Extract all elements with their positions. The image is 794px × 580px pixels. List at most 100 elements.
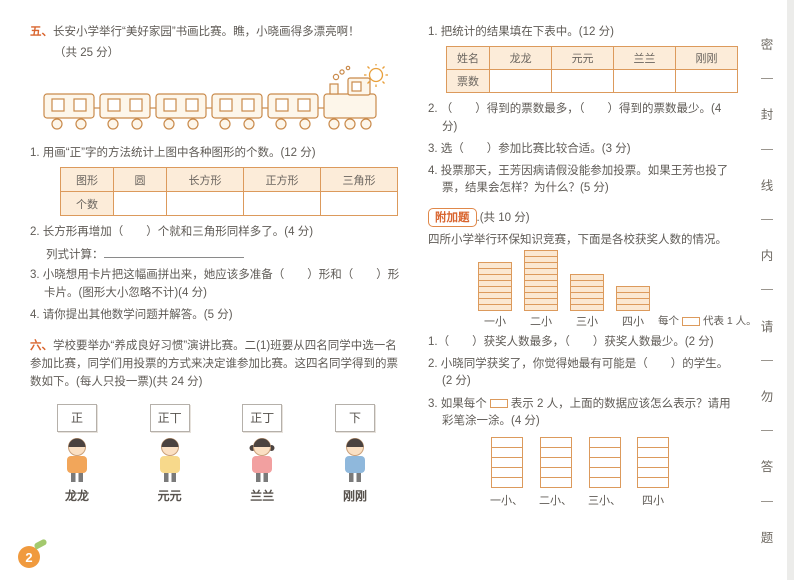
table-header-cell: 长方形 xyxy=(166,167,244,193)
tally-marks: 下 xyxy=(348,411,361,425)
seal-char: 密 xyxy=(760,38,774,52)
answer-grid-cell xyxy=(588,477,621,488)
extra-question-3: 3. 如果每个表示 2 人，上面的数据应该怎么表示？请用彩笔涂一涂。(4 分) xyxy=(428,396,738,431)
right-column: 1. 把统计的结果填在下表中。(12 分) 姓名 龙龙 元元 兰兰 刚刚 票数 … xyxy=(428,24,757,508)
child-yuanyuan: 正丅 元元 xyxy=(127,403,213,504)
award-unit-cell xyxy=(616,303,650,311)
section5-title: 长安小学举行“美好家园”书画比赛。瞧，小晓画得多漂亮啊！ xyxy=(53,26,360,38)
page-number-badge: 2 xyxy=(18,546,40,568)
award-stack-四小 xyxy=(616,285,650,311)
shapes-count-table: 图形 圆 长方形 正方形 三角形 个数 xyxy=(60,167,398,217)
answer-grid-2: 二小、 xyxy=(539,437,572,508)
award-unit-cell xyxy=(524,303,558,311)
seal-divider xyxy=(761,219,773,221)
child-ganggang: 下 刚刚 xyxy=(312,403,398,504)
tally-sign: 正丅 xyxy=(149,403,190,432)
tally-marks: 正丁 xyxy=(250,411,275,425)
answer-cell xyxy=(489,69,553,94)
section6-title: 学校要举办“养成良好习惯”演讲比赛。二(1)班要从四名同学中选一名参加比赛，同学… xyxy=(30,340,398,388)
child-name: 龙龙 xyxy=(64,488,89,503)
award-stack-三小 xyxy=(570,273,604,311)
vote-children-row: 正 龙龙 正丅 元元 xyxy=(34,403,398,504)
extra-q3-prefix: 3. 如果每个 xyxy=(428,397,487,410)
answer-blank-line xyxy=(103,246,244,259)
table-header-row: 图形 圆 长方形 正方形 三角形 xyxy=(60,167,398,193)
answer-cell xyxy=(320,191,398,217)
row-label-cell: 个数 xyxy=(60,191,114,217)
seal-divider xyxy=(761,148,773,150)
left-column: 五、长安小学举行“美好家园”书画比赛。瞧，小晓画得多漂亮啊！ （共 25 分） xyxy=(30,24,408,508)
table-header-cell: 三角形 xyxy=(320,167,398,193)
table-row: 票数 xyxy=(445,69,738,94)
answer-cell xyxy=(243,191,321,217)
answer-cell xyxy=(166,191,244,217)
seal-divider xyxy=(761,289,773,291)
answer-grid-cell xyxy=(637,477,669,488)
table-header-cell: 龙龙 xyxy=(489,46,553,71)
table-header-cell: 图形 xyxy=(60,167,114,193)
question-5-4: 4. 请你提出其他数学问题并解答。(5 分) xyxy=(30,308,233,321)
sun-icon xyxy=(364,63,388,87)
smoke-puffs xyxy=(332,65,351,81)
section5-heading: 五、长安小学举行“美好家园”书画比赛。瞧，小晓画得多漂亮啊！ xyxy=(30,24,408,42)
answer-grid-label: 三小、 xyxy=(588,495,621,507)
seal-char: 请 xyxy=(760,319,774,334)
tally-sign: 正丁 xyxy=(242,403,283,432)
award-category-label: 三小 xyxy=(576,315,598,328)
extra-q3-suffix: 表示 2 人，上面的数据应该怎么表示？请用彩笔涂一涂。(4 分) xyxy=(442,397,731,427)
table-header-row: 姓名 龙龙 元元 兰兰 刚刚 xyxy=(445,46,738,71)
extra-section-heading: 附加题.(共 10 分) xyxy=(428,207,738,227)
seal-char: 线 xyxy=(760,178,774,193)
question-5-1: 1. 用画“正”字的方法统计上图中各种图形的个数。(12 分) xyxy=(30,146,316,159)
votes-table: 姓名 龙龙 元元 兰兰 刚刚 票数 xyxy=(445,46,738,94)
extra-question-1: 1.（ ）获奖人数最多，（ ）获奖人数最少。(2 分) xyxy=(428,335,714,348)
child-figure xyxy=(344,437,365,482)
table-header-cell: 刚刚 xyxy=(675,46,738,71)
seal-char: 答 xyxy=(760,460,774,475)
answer-grid-label: 一小、 xyxy=(490,495,523,507)
tally-marks: 正 xyxy=(70,411,83,425)
question-6-1: 1. 把统计的结果填在下表中。(12 分) xyxy=(428,26,614,38)
table-header-cell: 正方形 xyxy=(243,167,321,193)
award-category-label: 一小 xyxy=(484,315,506,328)
answer-grid-1: 一小、 xyxy=(490,437,523,508)
seal-divider xyxy=(761,78,773,80)
legend-suffix: 代表 1 人。 xyxy=(703,315,757,328)
answer-grid-label: 四小 xyxy=(642,495,664,507)
question-5-3: 3. 小晓想用卡片把这幅画拼出来，她应该多准备（ ）形和（ ）形卡片。(图形大小… xyxy=(30,269,400,299)
answer-cell xyxy=(551,69,615,94)
answer-cell xyxy=(675,69,738,94)
award-bar-chart xyxy=(478,249,738,311)
section5-score: （共 25 分） xyxy=(54,46,120,59)
section6-number: 六、 xyxy=(30,340,53,353)
answer-grid-cell xyxy=(539,477,572,488)
unit-rect-icon xyxy=(489,398,508,408)
page-edge xyxy=(787,0,794,580)
calc-label: 列式计算： xyxy=(46,249,104,262)
award-stack-一小 xyxy=(478,261,512,311)
seal-char: 题 xyxy=(760,530,774,545)
unit-rect-icon xyxy=(682,316,700,326)
seal-divider xyxy=(761,359,773,361)
question-6-2: 2. （ ）得到的票数最多，（ ）得到的票数最少。(4 分) xyxy=(428,103,722,133)
seal-char: 封 xyxy=(760,108,774,123)
child-figure xyxy=(67,437,87,482)
child-name: 刚刚 xyxy=(342,488,367,503)
question-6-4: 4. 投票那天，王芳因病请假没能参加投票。如果王芳也投了票，结果会怎样？为什么？… xyxy=(428,165,729,195)
answer-grid-3: 三小、 xyxy=(588,437,621,508)
answer-cell xyxy=(613,69,677,94)
section6-heading: 六、学校要举办“养成良好习惯”演讲比赛。二(1)班要从四名同学中选一名参加比赛，… xyxy=(30,338,408,391)
tally-marks: 正丅 xyxy=(157,411,182,425)
child-name: 兰兰 xyxy=(250,488,275,503)
train-illustration xyxy=(43,63,388,130)
child-figure xyxy=(249,437,275,482)
seal-divider xyxy=(761,430,773,432)
tally-sign: 正 xyxy=(57,403,97,432)
child-figure xyxy=(159,437,180,482)
row-label-cell: 票数 xyxy=(445,69,491,94)
question-6-3: 3. 选（ ）参加比赛比较合适。(3 分) xyxy=(428,142,631,155)
award-categories: 一小二小三小四小 xyxy=(478,313,650,329)
seal-divider xyxy=(761,500,773,502)
legend-prefix: 每个 xyxy=(658,315,679,328)
